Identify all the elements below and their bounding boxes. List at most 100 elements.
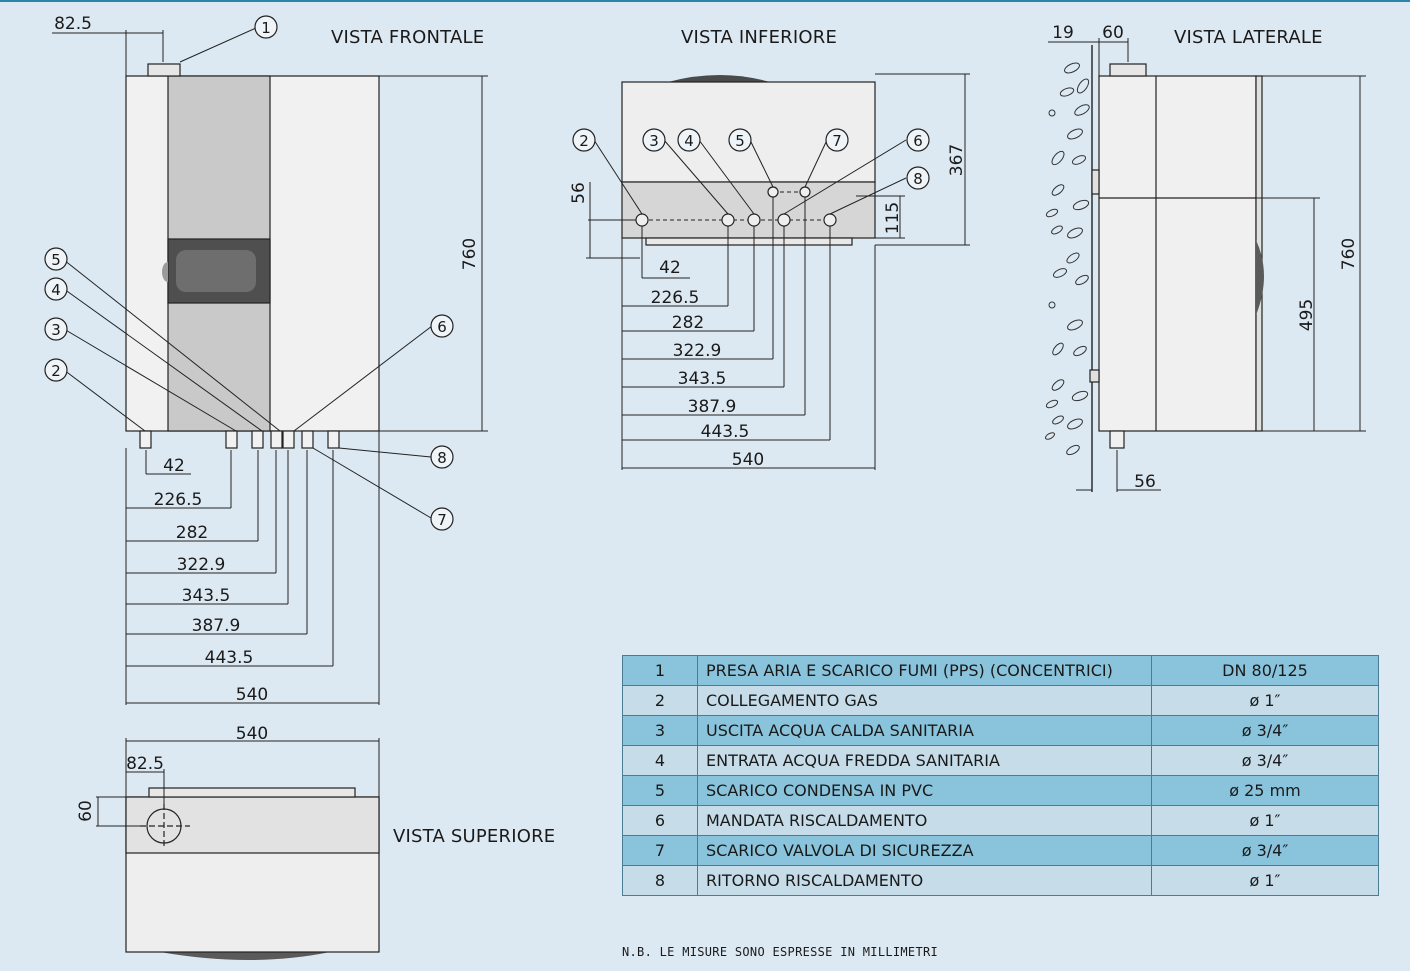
row-description: SCARICO VALVOLA DI SICUREZZA: [697, 835, 1152, 866]
svg-text:540: 540: [236, 685, 268, 705]
side-dimension-lines: [1048, 38, 1366, 492]
row-number: 1: [622, 655, 698, 686]
wall-hatching: [1044, 62, 1090, 456]
row-number: 2: [622, 685, 698, 716]
svg-text:8: 8: [913, 170, 923, 188]
svg-text:495: 495: [1297, 299, 1317, 331]
top-border: [0, 0, 1410, 2]
row-number: 7: [622, 835, 698, 866]
front-marker-labels: 1 5 4 3 2 6 8 7: [51, 19, 447, 529]
top-dimension-lines: [96, 738, 380, 827]
front-view: [125, 63, 380, 449]
row-description: ENTRATA ACQUA FREDDA SANITARIA: [697, 745, 1152, 776]
front-dimension-labels: 82.5 760 42 226.5 282 322.9 343.5 387.9 …: [54, 14, 480, 705]
svg-text:56: 56: [1134, 472, 1156, 492]
svg-text:60: 60: [76, 800, 96, 822]
svg-text:760: 760: [1339, 238, 1359, 270]
svg-text:443.5: 443.5: [701, 422, 750, 442]
svg-text:322.9: 322.9: [673, 341, 722, 361]
row-number: 3: [622, 715, 698, 746]
svg-text:56: 56: [569, 182, 589, 204]
side-view-title: VISTA LATERALE: [1174, 27, 1323, 48]
bottom-marker-labels: 2 3 4 5 7 6 8: [579, 132, 923, 188]
svg-text:5: 5: [735, 132, 745, 150]
row-size: ø 3/4″: [1151, 745, 1379, 776]
svg-text:82.5: 82.5: [54, 14, 92, 34]
bottom-view-title: VISTA INFERIORE: [681, 27, 837, 48]
front-dimension-lines: [52, 27, 488, 705]
top-dimension-labels: 540 82.5 60: [76, 724, 268, 822]
top-view: [125, 787, 380, 960]
svg-text:760: 760: [460, 238, 480, 270]
svg-text:7: 7: [437, 511, 447, 529]
svg-text:1: 1: [261, 19, 271, 37]
svg-text:367: 367: [947, 144, 967, 176]
bottom-dimension-lines: [586, 73, 970, 470]
svg-text:4: 4: [51, 281, 61, 299]
front-markers: [44, 15, 454, 531]
svg-text:226.5: 226.5: [651, 288, 700, 308]
row-size: ø 3/4″: [1151, 835, 1379, 866]
row-number: 5: [622, 775, 698, 806]
svg-text:7: 7: [832, 132, 842, 150]
row-size: DN 80/125: [1151, 655, 1379, 686]
svg-text:282: 282: [672, 313, 704, 333]
row-description: MANDATA RISCALDAMENTO: [697, 805, 1152, 836]
row-size: ø 1″: [1151, 865, 1379, 896]
svg-text:5: 5: [51, 251, 61, 269]
svg-text:4: 4: [684, 132, 694, 150]
row-number: 6: [622, 805, 698, 836]
svg-text:343.5: 343.5: [182, 586, 231, 606]
front-view-title: VISTA FRONTALE: [331, 27, 484, 48]
row-description: SCARICO CONDENSA IN PVC: [697, 775, 1152, 806]
svg-text:282: 282: [176, 523, 208, 543]
svg-text:115: 115: [883, 202, 903, 234]
svg-text:2: 2: [51, 362, 61, 380]
side-dimension-labels: 19 60 760 495 56: [1052, 23, 1359, 492]
svg-text:6: 6: [437, 318, 447, 336]
svg-text:6: 6: [913, 132, 923, 150]
svg-text:42: 42: [659, 258, 681, 278]
row-size: ø 3/4″: [1151, 715, 1379, 746]
svg-text:2: 2: [579, 132, 589, 150]
svg-text:540: 540: [732, 450, 764, 470]
svg-text:42: 42: [163, 456, 185, 476]
row-size: ø 25 mm: [1151, 775, 1379, 806]
svg-text:387.9: 387.9: [192, 616, 241, 636]
svg-text:82.5: 82.5: [126, 754, 164, 774]
svg-text:387.9: 387.9: [688, 397, 737, 417]
svg-text:3: 3: [51, 321, 61, 339]
svg-text:8: 8: [437, 449, 447, 467]
svg-text:443.5: 443.5: [205, 648, 254, 668]
row-description: RITORNO RISCALDAMENTO: [697, 865, 1152, 896]
row-description: COLLEGAMENTO GAS: [697, 685, 1152, 716]
row-size: ø 1″: [1151, 805, 1379, 836]
row-description: USCITA ACQUA CALDA SANITARIA: [697, 715, 1152, 746]
svg-text:3: 3: [649, 132, 659, 150]
side-view: [1089, 45, 1264, 492]
svg-text:60: 60: [1102, 23, 1124, 43]
svg-text:343.5: 343.5: [678, 369, 727, 389]
svg-text:19: 19: [1052, 23, 1074, 43]
row-number: 4: [622, 745, 698, 776]
bottom-markers: [572, 128, 930, 190]
svg-text:226.5: 226.5: [154, 490, 203, 510]
row-size: ø 1″: [1151, 685, 1379, 716]
top-view-title: VISTA SUPERIORE: [393, 826, 555, 847]
svg-text:540: 540: [236, 724, 268, 744]
bottom-view: [621, 75, 876, 246]
measurement-note: N.B. LE MISURE SONO ESPRESSE IN MILLIMET…: [622, 945, 939, 959]
bottom-dimension-labels: 367 56 115 42 226.5 282 322.9 343.5 387.…: [569, 144, 967, 470]
row-number: 8: [622, 865, 698, 896]
svg-text:322.9: 322.9: [177, 555, 226, 575]
